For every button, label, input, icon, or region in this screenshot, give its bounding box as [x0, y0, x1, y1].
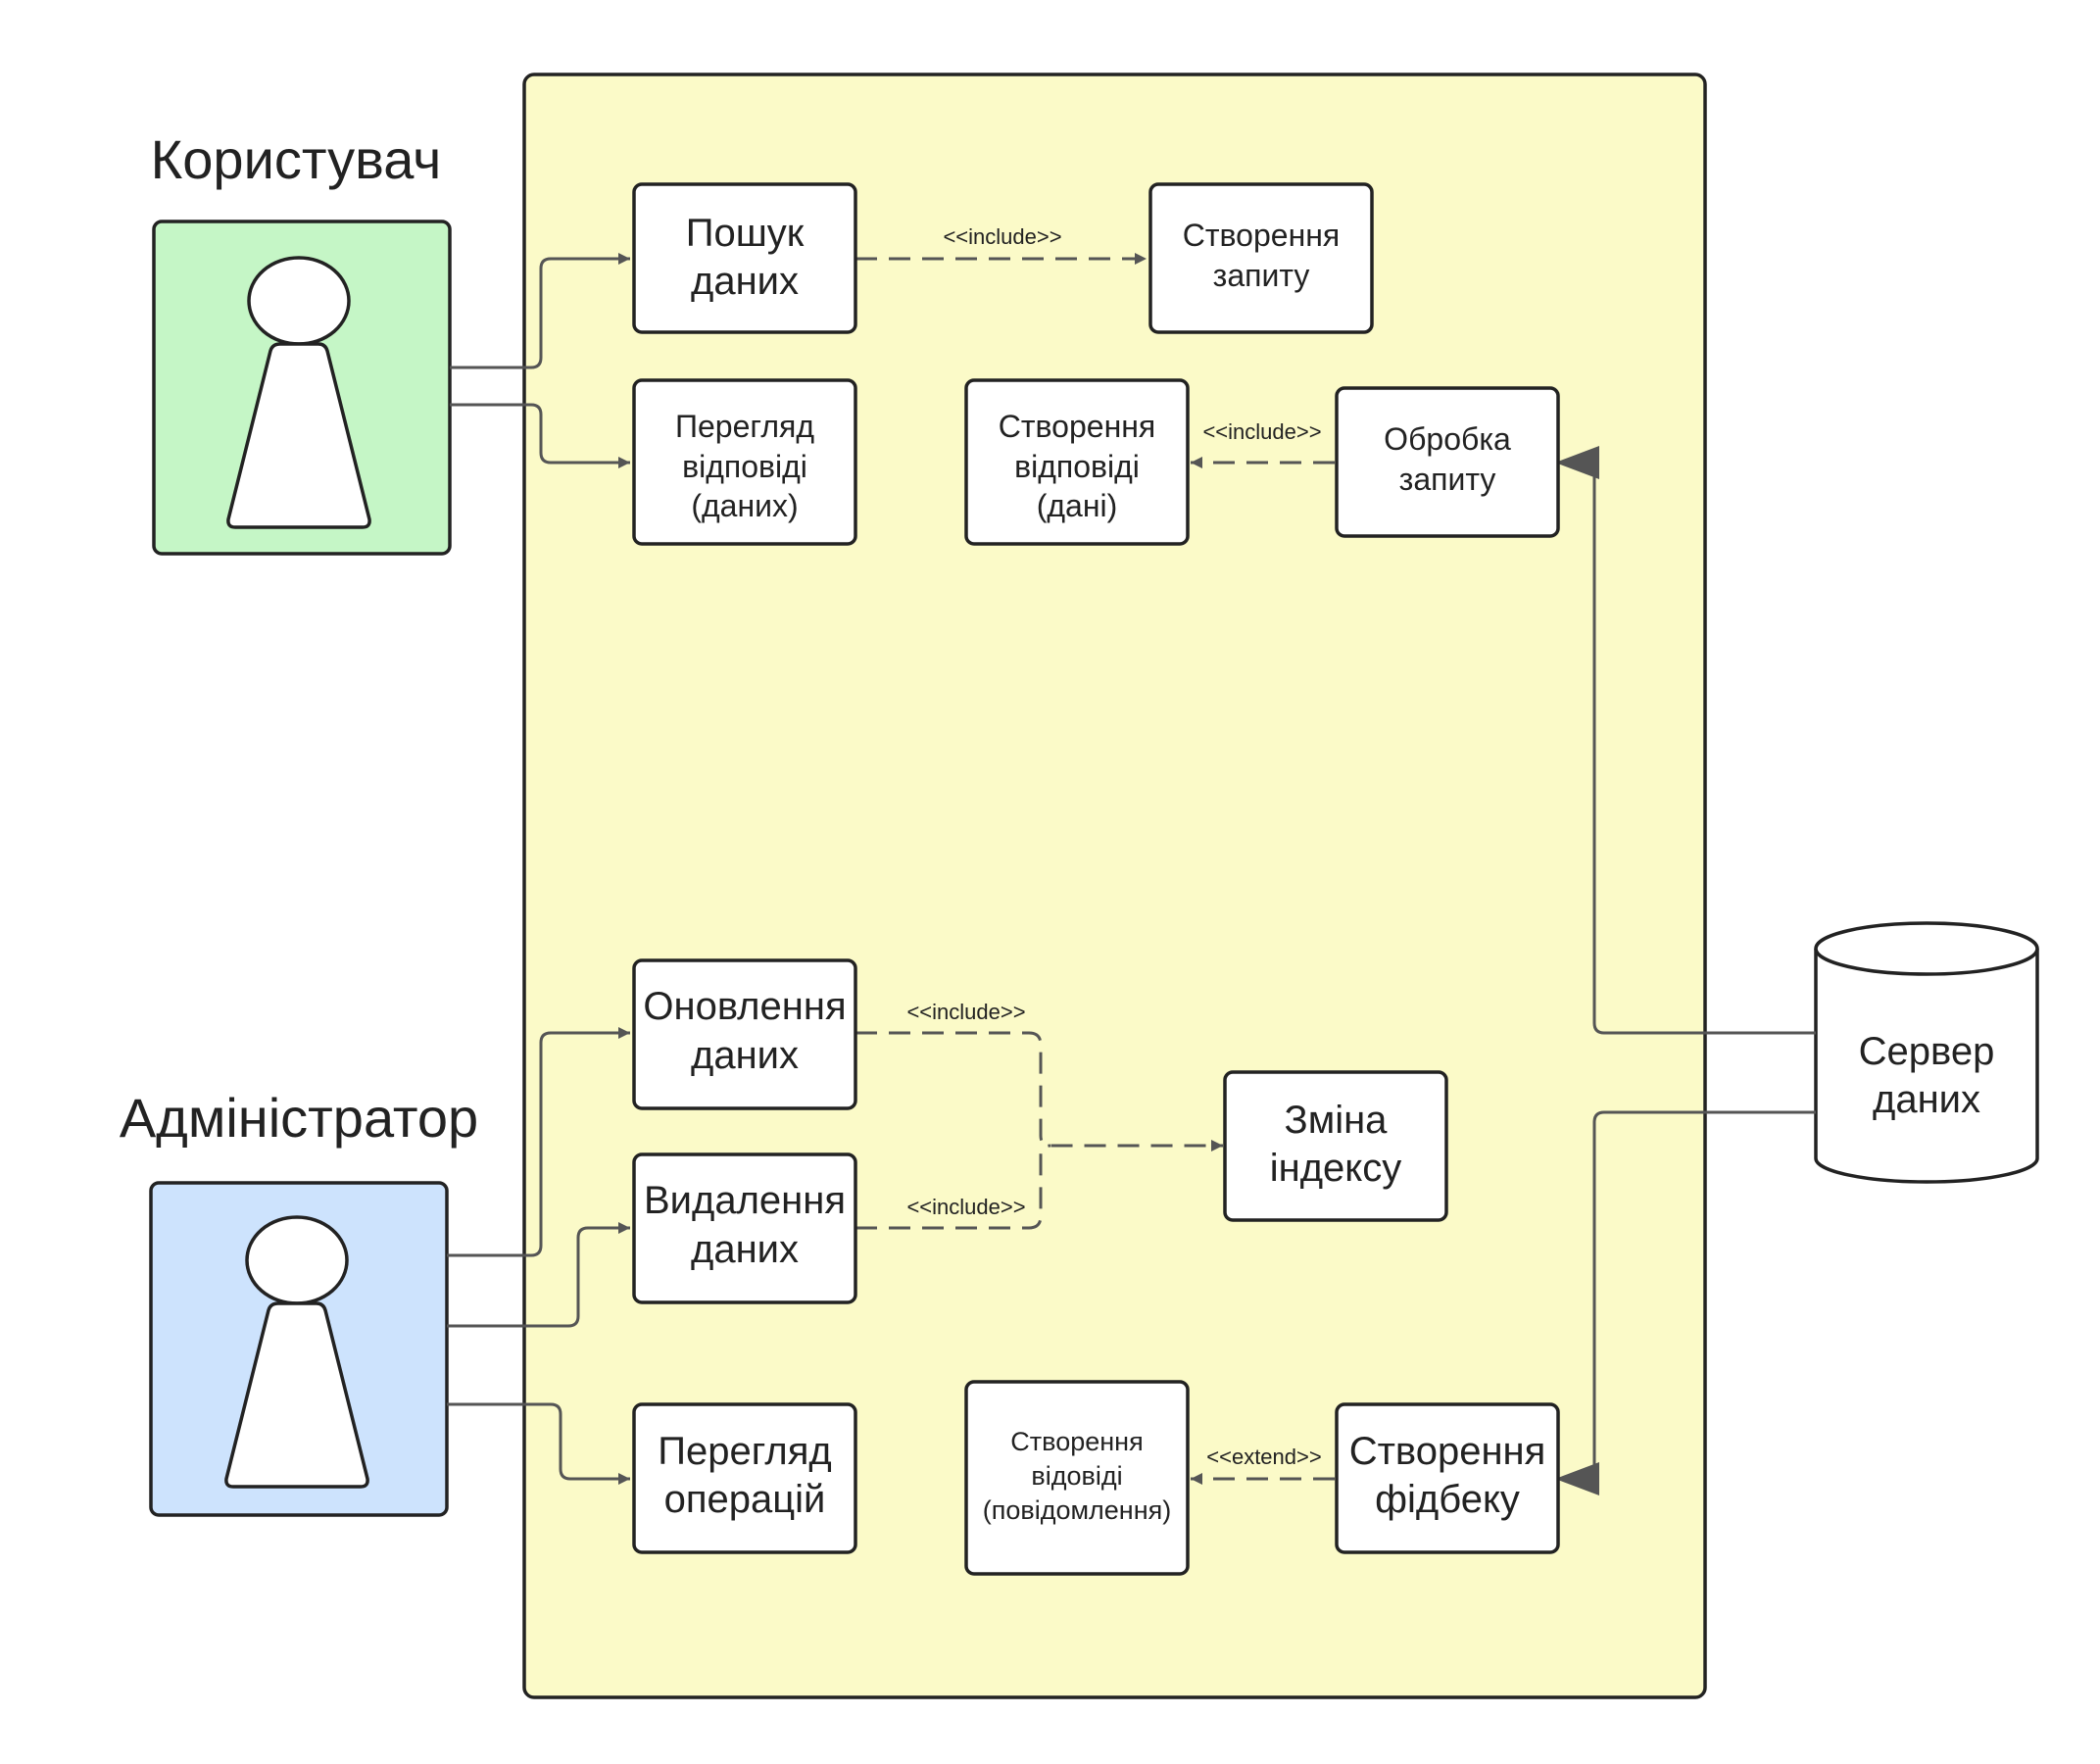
use-case-view-operations[interactable]: Перегляд операцій — [632, 1402, 857, 1554]
use-case-view-response[interactable]: Перегляд відповіді (даних) — [632, 378, 857, 546]
svg-text:(дані): (дані) — [1037, 488, 1118, 523]
user-to-search-arrow — [450, 253, 630, 369]
svg-text:відповіді: відповіді — [1014, 449, 1140, 484]
server-cylinder — [1814, 949, 2039, 1184]
user-actor-title: Користувач — [151, 128, 442, 190]
svg-text:індексу: індексу — [1270, 1147, 1402, 1190]
svg-text:Створення: Створення — [999, 409, 1155, 444]
svg-text:(повідомлення): (повідомлення) — [983, 1495, 1172, 1525]
include-label: <<include>> — [906, 1195, 1025, 1219]
use-case-create-feedback[interactable]: Створення фідбеку — [1335, 1402, 1560, 1554]
admin-actor[interactable] — [149, 1181, 449, 1517]
svg-text:операцій: операцій — [664, 1478, 826, 1521]
svg-text:фідбеку: фідбеку — [1375, 1478, 1520, 1521]
admin-to-view-operations-arrow — [447, 1402, 630, 1485]
update-include-change-index — [855, 1031, 1223, 1152]
svg-text:даних: даних — [691, 260, 799, 303]
svg-text:Перегляд: Перегляд — [675, 409, 814, 444]
svg-text:відповіді: відповіді — [682, 449, 807, 484]
server-label-line-2: даних — [1873, 1078, 1980, 1121]
admin-actor-title: Адміністратор — [120, 1087, 478, 1149]
svg-text:Обробка: Обробка — [1384, 421, 1511, 457]
dependency-connectors — [855, 253, 1335, 1485]
data-server[interactable]: Сервер даних — [1814, 921, 2039, 1184]
use-case-create-reply[interactable]: Створення відовіді (повідомлення) — [964, 1380, 1190, 1576]
svg-text:даних: даних — [691, 1228, 799, 1271]
svg-text:даних: даних — [691, 1034, 799, 1077]
svg-text:Зміна: Зміна — [1285, 1099, 1389, 1142]
person-icon — [224, 1215, 369, 1489]
actor-associations — [447, 253, 630, 1485]
svg-text:Створення: Створення — [1010, 1427, 1143, 1456]
svg-text:Оновлення: Оновлення — [643, 985, 846, 1028]
server-cylinder-top — [1814, 921, 2039, 976]
server-label-line-1: Сервер — [1859, 1030, 1995, 1073]
svg-text:(даних): (даних) — [691, 488, 798, 523]
server-arrowheads — [1555, 446, 1599, 1495]
extend-label: <<extend>> — [1206, 1445, 1321, 1469]
include-label: <<include>> — [906, 1000, 1025, 1024]
user-to-view-response-arrow — [450, 403, 630, 468]
admin-to-update-arrow — [447, 1027, 630, 1257]
svg-text:Видалення: Видалення — [644, 1179, 846, 1222]
svg-text:Пошук: Пошук — [686, 212, 805, 255]
svg-text:відовіді: відовіді — [1031, 1461, 1122, 1491]
use-case-delete-data[interactable]: Видалення даних — [632, 1152, 857, 1304]
include-label: <<include>> — [1202, 419, 1321, 444]
svg-text:Створення: Створення — [1349, 1430, 1546, 1473]
use-case-process-query[interactable]: Обробка запиту — [1335, 386, 1560, 538]
svg-text:Створення: Створення — [1183, 218, 1340, 253]
use-case-create-response[interactable]: Створення відповіді (дані) — [964, 378, 1190, 546]
use-case-search-data[interactable]: Пошук даних — [632, 182, 857, 334]
person-icon — [226, 256, 371, 529]
server-to-feedback-arrow — [1558, 1110, 1816, 1481]
delete-include-change-index — [855, 1144, 1051, 1230]
svg-text:запиту: запиту — [1399, 462, 1496, 497]
use-case-change-index[interactable]: Зміна індексу — [1223, 1070, 1448, 1222]
include-label: <<include>> — [943, 224, 1061, 249]
svg-text:Перегляд: Перегляд — [658, 1430, 832, 1473]
use-case-update-data[interactable]: Оновлення даних — [632, 958, 857, 1110]
use-case-create-query[interactable]: Створення запиту — [1148, 182, 1374, 334]
svg-text:запиту: запиту — [1213, 258, 1310, 293]
server-to-process-query-arrow — [1558, 461, 1816, 1035]
user-actor[interactable] — [152, 220, 452, 556]
admin-to-delete-arrow — [447, 1222, 630, 1328]
